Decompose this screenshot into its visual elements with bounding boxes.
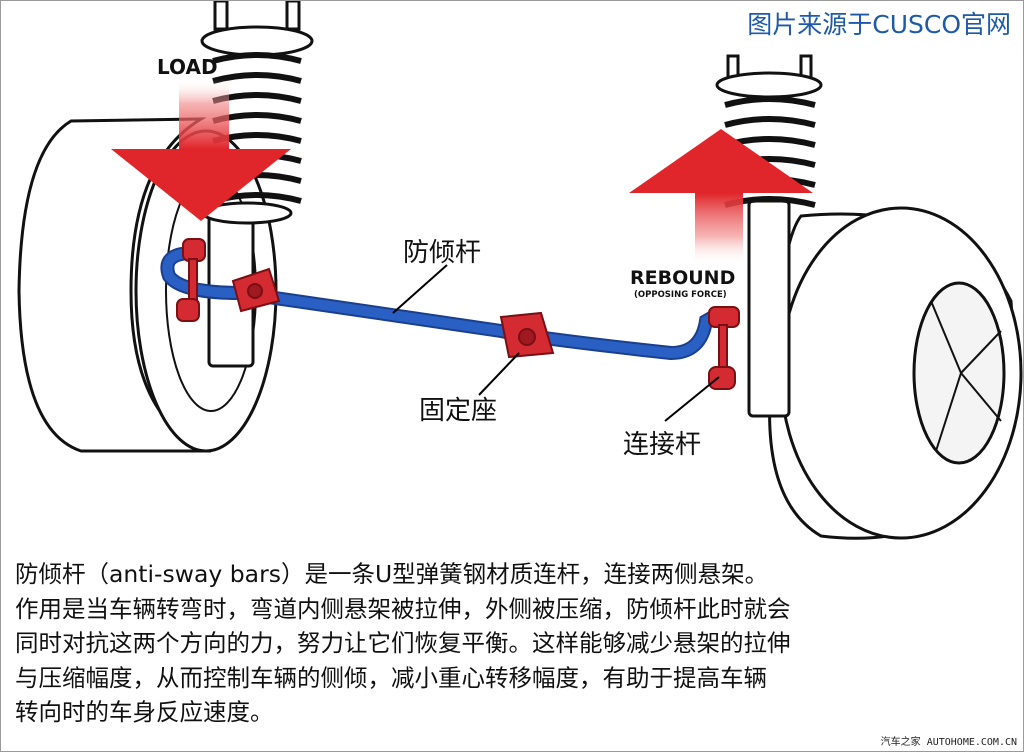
link-label: 连接杆 <box>623 430 701 460</box>
right-strut <box>715 54 823 418</box>
description-text: 防倾杆（anti-sway bars）是一条U型弹簧钢材质连杆，连接两侧悬架。 … <box>15 557 1020 730</box>
description-line: 作用是当车辆转弯时，弯道内侧悬架被拉伸，外侧被压缩，防倾杆此时就会 <box>15 594 791 623</box>
left-mount <box>231 267 281 313</box>
right-wheel <box>768 206 1023 540</box>
description-line: 同时对抗这两个方向的力，努力让它们恢复平衡。这样能够减少悬架的拉伸 <box>15 629 791 657</box>
leader-mount <box>478 352 520 396</box>
description-line: 防倾杆（anti-sway bars）是一条U型弹簧钢材质连杆，连接两侧悬架。 <box>15 560 769 588</box>
image-credit: 图片来源于CUSCO官网 <box>747 10 1011 39</box>
center-mount <box>499 311 555 359</box>
suspension-illustration: LOAD REBOUND (OPPOSING FORCE) 防倾杆 固定座 连接… <box>17 1 1023 540</box>
load-arrow <box>111 79 291 221</box>
watermark: 汽车之家 AUTOHOME.COM.CN <box>880 737 1017 748</box>
left-link <box>176 238 206 322</box>
rebound-label: REBOUND <box>630 267 735 289</box>
rebound-sublabel: (OPPOSING FORCE) <box>634 290 727 300</box>
mount-label: 固定座 <box>419 396 497 426</box>
load-label: LOAD <box>157 55 218 79</box>
description-line: 与压缩幅度，从而控制车辆的侧倾，减小重心转移幅度，有助于提高车辆 <box>15 663 767 692</box>
description-line: 转向时的车身反应速度。 <box>15 698 274 726</box>
anti-roll-bar-label: 防倾杆 <box>403 238 481 268</box>
leader-anti-roll-bar <box>392 264 448 314</box>
right-link <box>708 306 740 390</box>
rebound-arrow <box>629 129 813 265</box>
leader-link <box>664 376 720 422</box>
